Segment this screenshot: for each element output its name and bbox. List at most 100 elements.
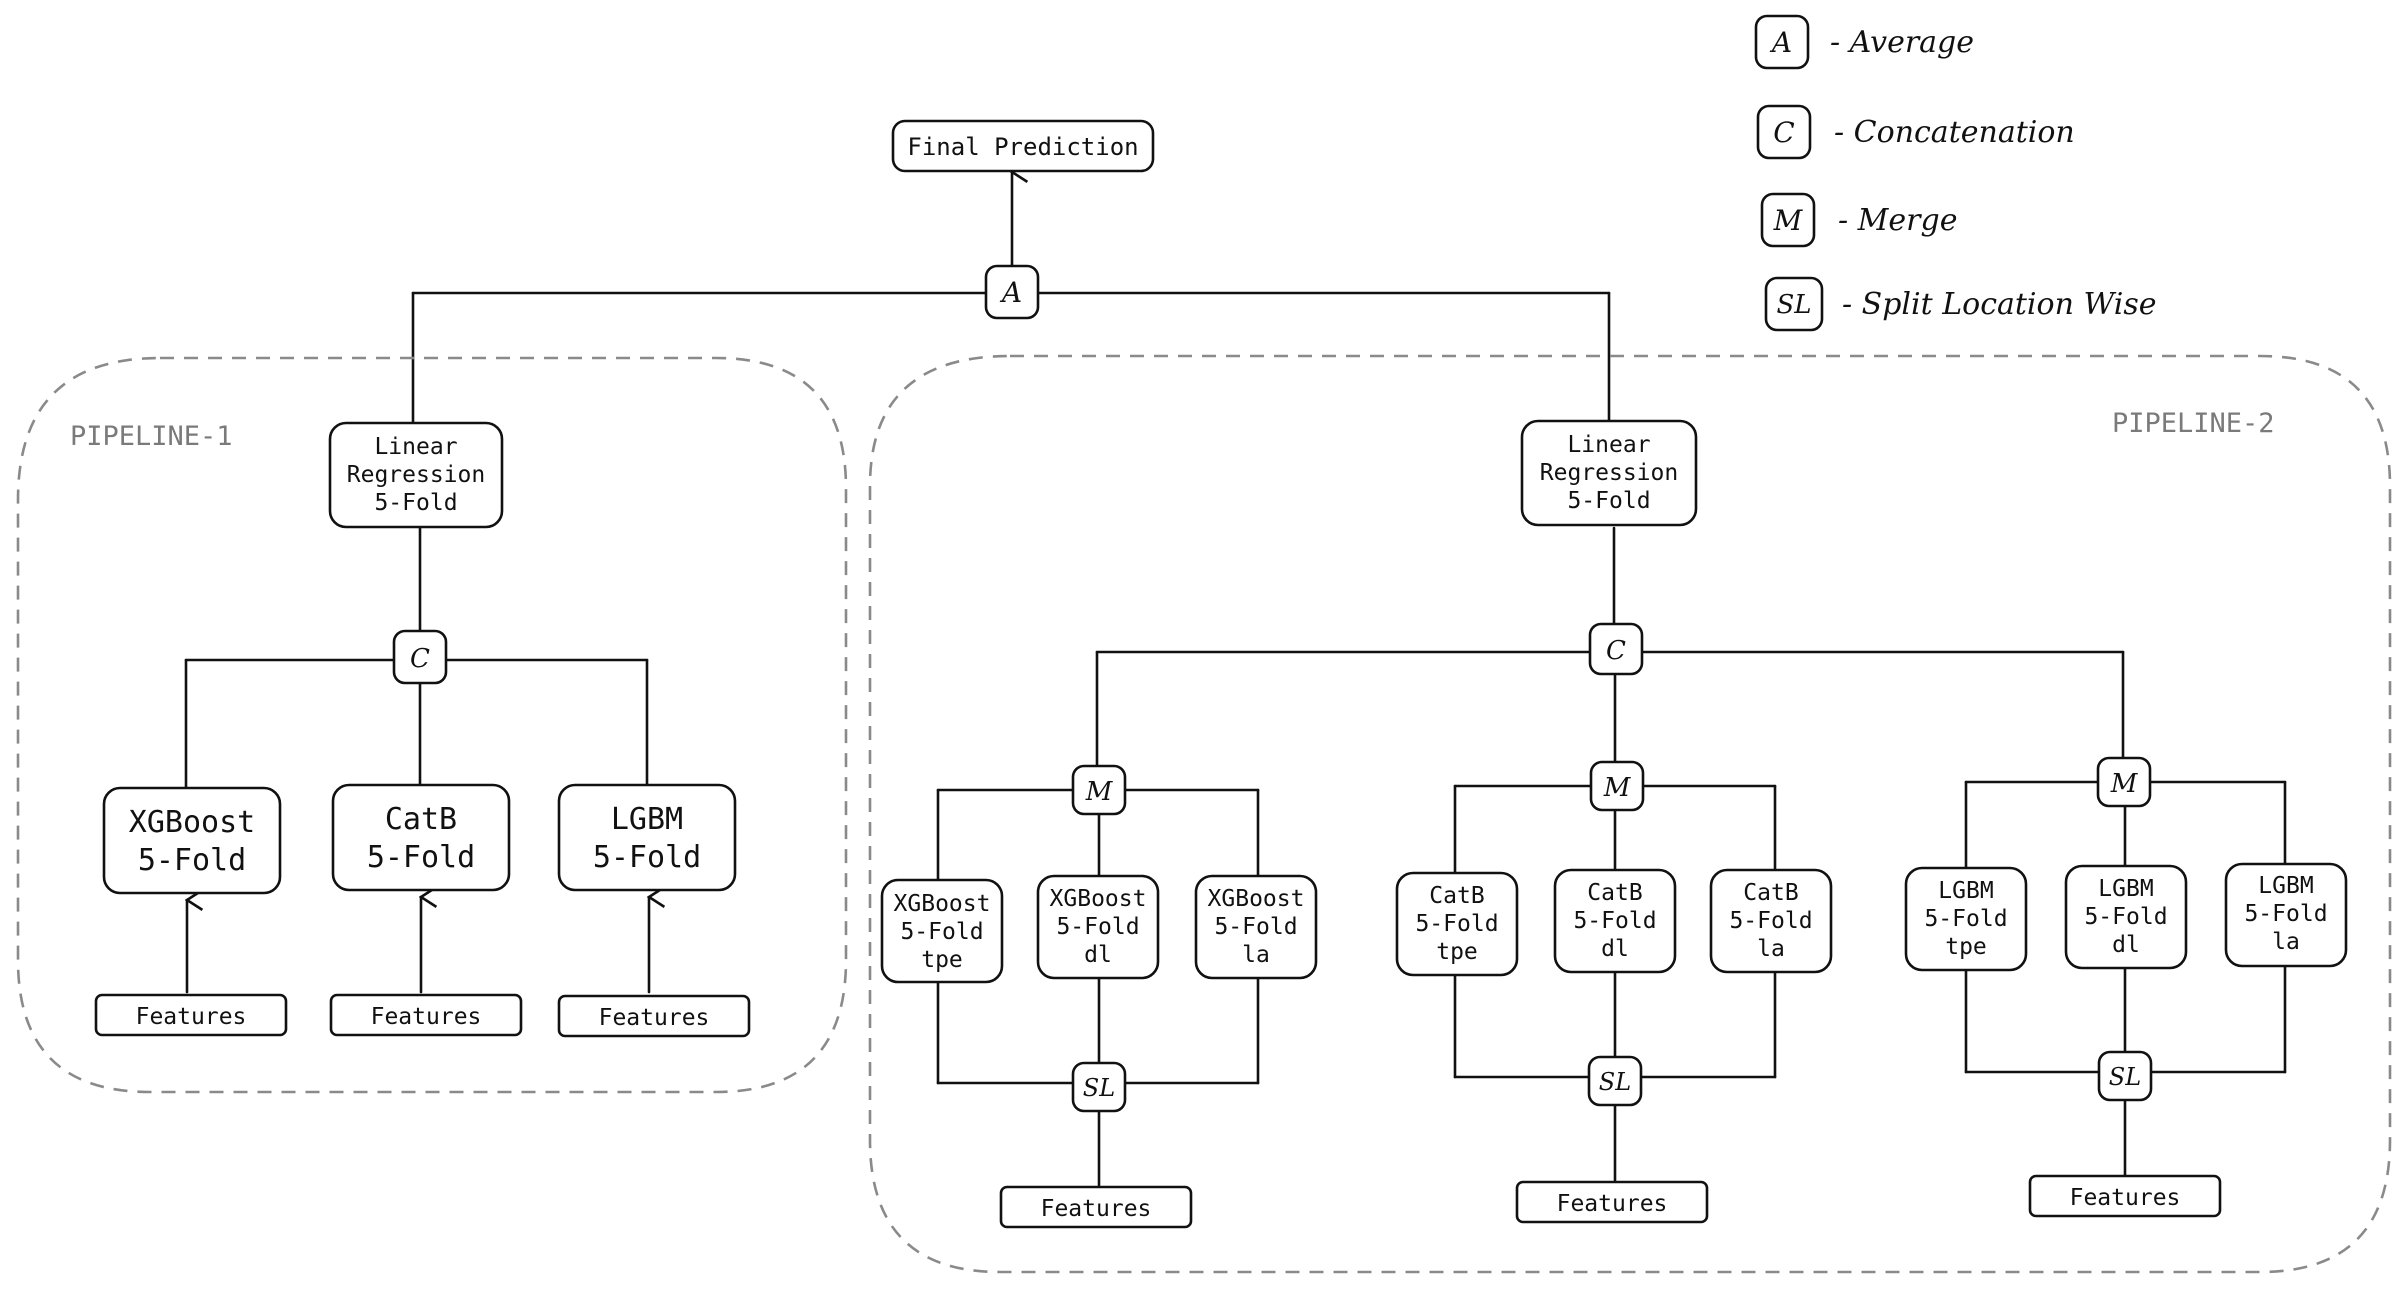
svg-text:5-Fold: 5-Fold [1567, 488, 1650, 514]
p2-model-xgboost-la: XGBoost 5-Fold la [1194, 874, 1318, 980]
p2-catb-merge-node: M [1589, 760, 1645, 812]
svg-text:5-Fold: 5-Fold [2244, 901, 2327, 927]
p2-lgbm-features: Features [2028, 1174, 2222, 1218]
p2-model-lgbm-dl: LGBM 5-Fold dl [2064, 864, 2188, 970]
svg-text:Features: Features [136, 1004, 247, 1030]
legend: A - Average C - Concatenation M - Merge … [1754, 14, 2157, 332]
svg-text:5-Fold: 5-Fold [367, 840, 475, 875]
svg-text:LGBM: LGBM [611, 802, 683, 837]
svg-text:5-Fold: 5-Fold [1573, 908, 1656, 934]
svg-text:la: la [2272, 929, 2300, 955]
svg-text:- Concatenation: - Concatenation [1834, 115, 2075, 150]
p2-xgboost-merge-node: M [1071, 764, 1127, 816]
svg-text:C: C [1773, 116, 1794, 149]
svg-text:A: A [999, 276, 1022, 309]
p2-model-catb-tpe: CatB 5-Fold tpe [1395, 871, 1519, 977]
svg-text:XGBoost: XGBoost [1208, 886, 1305, 912]
svg-text:dl: dl [1084, 942, 1112, 968]
svg-text:Features: Features [2070, 1185, 2181, 1211]
svg-text:la: la [1757, 936, 1785, 962]
svg-text:CatB: CatB [1743, 880, 1798, 906]
legend-item-split-location-wise: SL - Split Location Wise [1764, 276, 2157, 332]
p1-model-xgboost: XGBoost 5-Fold [102, 786, 282, 895]
svg-text:LGBM: LGBM [2098, 876, 2153, 902]
svg-text:dl: dl [1601, 936, 1629, 962]
svg-text:5-Fold: 5-Fold [1924, 906, 2007, 932]
p2-lgbm-merge-node: M [2096, 756, 2152, 808]
p1-features-catb: Features [329, 993, 523, 1037]
pipeline-1-linear-regression: Linear Regression 5-Fold [328, 421, 504, 529]
p2-model-lgbm-tpe: LGBM 5-Fold tpe [1904, 866, 2028, 972]
svg-text:tpe: tpe [921, 947, 963, 973]
svg-text:Regression: Regression [1540, 460, 1678, 486]
p2-model-xgboost-dl: XGBoost 5-Fold dl [1036, 874, 1160, 980]
svg-text:M: M [1603, 773, 1632, 803]
p1-model-catb: CatB 5-Fold [331, 783, 511, 892]
pipeline-1-title: PIPELINE-1 [70, 421, 233, 452]
svg-text:5-Fold: 5-Fold [593, 840, 701, 875]
p2-model-xgboost-tpe: XGBoost 5-Fold tpe [880, 878, 1004, 984]
svg-text:Features: Features [371, 1004, 482, 1030]
svg-text:Regression: Regression [347, 462, 485, 488]
pipeline-1-concat-node: C [392, 629, 448, 685]
p2-model-lgbm-la: LGBM 5-Fold la [2224, 862, 2348, 968]
legend-item-average: A - Average [1754, 14, 1974, 70]
svg-text:SL: SL [1776, 290, 1811, 320]
svg-text:5-Fold: 5-Fold [1056, 914, 1139, 940]
p1-features-lgbm: Features [557, 994, 751, 1038]
p1-model-lgbm: LGBM 5-Fold [557, 783, 737, 892]
p2-xgboost-features: Features [999, 1185, 1193, 1229]
svg-text:SL: SL [2109, 1063, 2141, 1091]
pipeline-2-title: PIPELINE-2 [2112, 408, 2275, 439]
svg-text:Final Prediction: Final Prediction [907, 133, 1138, 161]
svg-text:5-Fold: 5-Fold [2084, 904, 2167, 930]
svg-text:Linear: Linear [374, 434, 457, 460]
pipeline-2-concat-node: C [1588, 622, 1644, 676]
svg-text:5-Fold: 5-Fold [900, 919, 983, 945]
pipeline-1-container [16, 356, 848, 1094]
svg-text:XGBoost: XGBoost [129, 805, 255, 840]
svg-text:C: C [410, 644, 430, 674]
svg-text:CatB: CatB [385, 802, 457, 837]
svg-text:tpe: tpe [1436, 939, 1478, 965]
svg-text:LGBM: LGBM [2258, 873, 2313, 899]
p2-model-catb-dl: CatB 5-Fold dl [1553, 868, 1677, 974]
svg-text:XGBoost: XGBoost [1050, 886, 1147, 912]
p2-catb-features: Features [1515, 1180, 1709, 1224]
svg-text:CatB: CatB [1429, 883, 1484, 909]
svg-text:LGBM: LGBM [1938, 878, 1993, 904]
p2-model-catb-la: CatB 5-Fold la [1709, 868, 1833, 974]
pipeline-2-container [868, 354, 2392, 1274]
svg-text:- Merge: - Merge [1838, 203, 1957, 238]
svg-text:Features: Features [1041, 1196, 1152, 1222]
svg-text:5-Fold: 5-Fold [138, 843, 246, 878]
pipeline-2-linear-regression: Linear Regression 5-Fold [1520, 419, 1698, 527]
svg-text:XGBoost: XGBoost [894, 891, 991, 917]
final-prediction-box: Final Prediction [891, 119, 1155, 173]
svg-text:M: M [2110, 769, 2139, 799]
svg-text:Features: Features [599, 1005, 710, 1031]
svg-text:- Average: - Average [1830, 25, 1974, 60]
p1-features-xgboost: Features [94, 993, 288, 1037]
svg-text:5-Fold: 5-Fold [1214, 914, 1297, 940]
p2-catb-split-node: SL [1587, 1055, 1643, 1107]
svg-text:5-Fold: 5-Fold [374, 490, 457, 516]
svg-text:SL: SL [1083, 1074, 1115, 1102]
legend-item-concatenation: C - Concatenation [1756, 104, 2075, 160]
legend-item-merge: M - Merge [1760, 192, 1957, 248]
svg-text:SL: SL [1599, 1068, 1631, 1096]
svg-text:CatB: CatB [1587, 880, 1642, 906]
svg-text:5-Fold: 5-Fold [1729, 908, 1812, 934]
svg-text:Features: Features [1557, 1191, 1668, 1217]
svg-text:- Split Location Wise: - Split Location Wise [1842, 287, 2157, 322]
svg-text:M: M [1085, 777, 1114, 807]
svg-text:Linear: Linear [1567, 432, 1650, 458]
svg-text:dl: dl [2112, 932, 2140, 958]
svg-text:A: A [1769, 26, 1792, 59]
svg-text:la: la [1242, 942, 1270, 968]
average-node: A [984, 264, 1040, 320]
p2-lgbm-split-node: SL [2097, 1050, 2153, 1102]
svg-text:C: C [1606, 636, 1626, 666]
svg-text:M: M [1773, 204, 1804, 237]
